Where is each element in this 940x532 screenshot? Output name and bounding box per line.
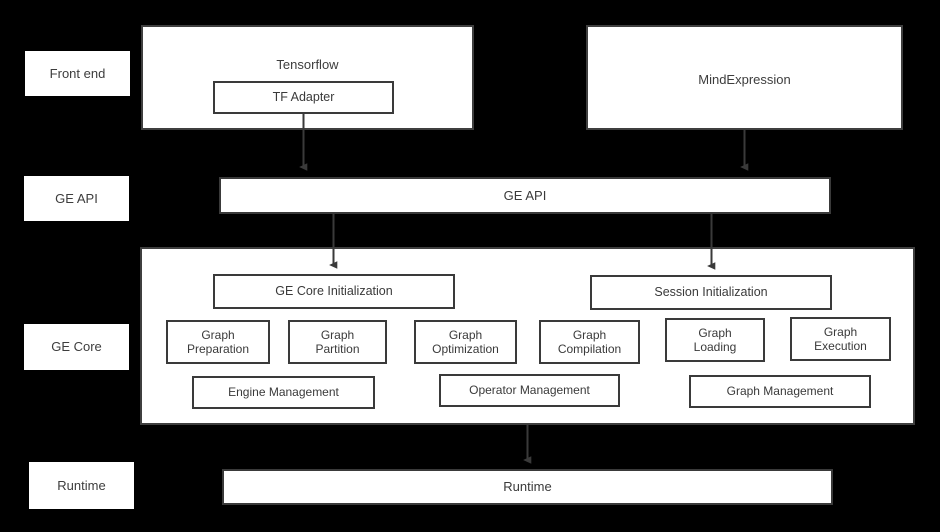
tensorflow-panel-title: Tensorflow <box>276 57 339 72</box>
graph-loading-box[interactable]: Graph Loading <box>665 318 765 362</box>
ge-api-bar[interactable]: GE API <box>219 177 831 214</box>
operator-management-box[interactable]: Operator Management <box>439 374 620 407</box>
mindexpression-panel-title: MindExpression <box>698 72 791 87</box>
tensorflow-panel: Tensorflow <box>141 25 474 130</box>
ge-core-initialization-label: GE Core Initialization <box>275 284 393 299</box>
graph-preparation-box[interactable]: Graph Preparation <box>166 320 270 364</box>
graph-management-label: Graph Management <box>726 384 834 399</box>
tf-adapter-box[interactable]: TF Adapter <box>213 81 394 114</box>
runtime-bar-label: Runtime <box>503 479 552 495</box>
graph-preparation-label: Graph Preparation <box>186 327 250 356</box>
stage-label-ge-core: GE Core <box>24 324 129 370</box>
engine-management-box[interactable]: Engine Management <box>192 376 375 409</box>
stage-label-runtime-text: Runtime <box>57 477 106 493</box>
session-initialization-label: Session Initialization <box>654 285 768 300</box>
graph-compilation-box[interactable]: Graph Compilation <box>539 320 640 364</box>
stage-label-ge-core-text: GE Core <box>51 339 102 355</box>
stage-label-ge-api-text: GE API <box>55 190 98 206</box>
ge-core-initialization-box[interactable]: GE Core Initialization <box>213 274 455 309</box>
runtime-bar[interactable]: Runtime <box>222 469 833 505</box>
ge-api-bar-label: GE API <box>503 187 547 203</box>
mindexpression-panel: MindExpression <box>586 25 903 130</box>
graph-loading-label: Graph Loading <box>693 325 737 354</box>
graph-optimization-box[interactable]: Graph Optimization <box>414 320 517 364</box>
stage-label-front-end-text: Front end <box>49 65 106 81</box>
stage-label-ge-api: GE API <box>24 176 129 221</box>
engine-management-label: Engine Management <box>228 385 339 400</box>
stage-label-front-end: Front end <box>25 51 130 96</box>
graph-optimization-label: Graph Optimization <box>432 327 499 356</box>
graph-execution-label: Graph Execution <box>814 324 867 353</box>
graph-partition-box[interactable]: Graph Partition <box>288 320 387 364</box>
tf-adapter-label: TF Adapter <box>272 90 335 105</box>
graph-partition-label: Graph Partition <box>315 327 360 356</box>
session-initialization-box[interactable]: Session Initialization <box>590 275 832 310</box>
graph-execution-box[interactable]: Graph Execution <box>790 317 891 361</box>
graph-management-box[interactable]: Graph Management <box>689 375 871 408</box>
graph-compilation-label: Graph Compilation <box>557 327 622 356</box>
stage-label-runtime: Runtime <box>29 462 134 509</box>
operator-management-label: Operator Management <box>469 383 590 398</box>
